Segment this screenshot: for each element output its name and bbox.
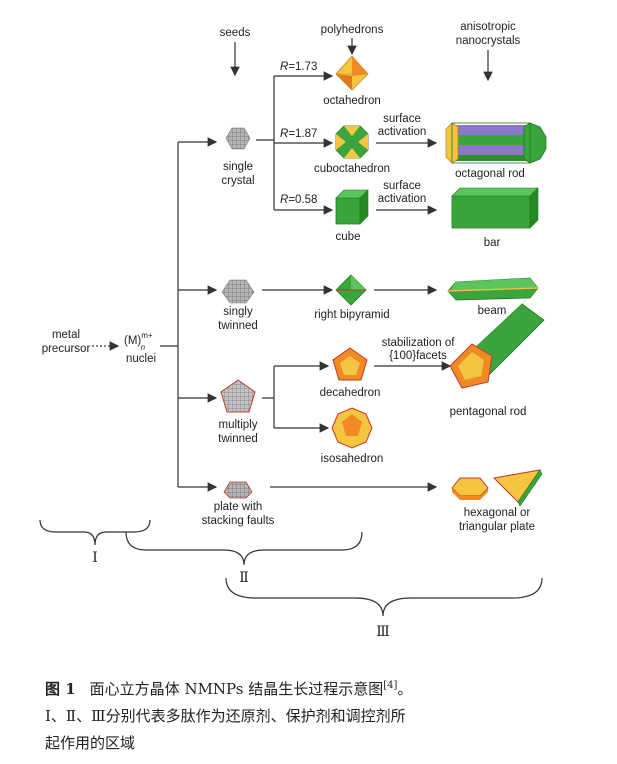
brace-one-label: Ⅰ <box>92 550 98 566</box>
singly-twinned-seed <box>221 279 255 304</box>
plate-label-2: stacking faults <box>202 515 275 527</box>
beam-shape <box>447 277 539 301</box>
plate-label-1: plate with <box>214 501 263 513</box>
right-bipyramid-label: right bipyramid <box>314 309 389 321</box>
caption-line-2: Ⅰ、Ⅱ、Ⅲ分别代表多肽作为还原剂、保护剂和调控剂所 <box>45 707 406 725</box>
metal-label-2: precursor <box>42 343 91 355</box>
surface-label-1: surface <box>383 113 421 125</box>
caption-text: 面心立方晶体 NMNPs 结晶生长过程示意图 <box>89 680 384 698</box>
brace-three <box>225 577 543 617</box>
caption-reference: [4] <box>383 680 398 691</box>
ratio-cuboctahedron: R=1.87 <box>280 128 317 140</box>
hex-plate-label-1: hexagonal or <box>464 507 531 519</box>
single-crystal-label-2: crystal <box>221 175 254 187</box>
decahedron-label: decahedron <box>320 387 381 399</box>
nuclei-label: nuclei <box>126 353 156 365</box>
caption-line-1: 图 1 面心立方晶体 NMNPs 结晶生长过程示意图[4]。 <box>45 672 585 703</box>
cube-shape <box>335 189 369 225</box>
activation-label-2: activation <box>378 193 427 205</box>
brace-three-label: Ⅲ <box>376 624 390 640</box>
right-bipyramid-shape <box>335 274 367 306</box>
singly-twinned-label-2: twinned <box>218 320 258 332</box>
figure-label: 图 1 <box>45 680 76 698</box>
header-anisotropic-1: anisotropic <box>460 21 516 33</box>
hexagonal-plate-shape <box>451 477 489 500</box>
stabilization-label-1: stabilization of <box>382 337 456 349</box>
header-polyhedrons: polyhedrons <box>321 24 384 36</box>
hex-plate-label-2: triangular plate <box>459 521 535 533</box>
growth-diagram: seeds polyhedrons anisotropic nanocrysta… <box>39 21 547 640</box>
stabilization-label-2: {100}facets <box>389 350 447 362</box>
brace-two-label: Ⅱ <box>239 570 249 586</box>
multiply-twinned-label-2: twinned <box>218 433 258 445</box>
isosahedron-label: isosahedron <box>321 453 384 465</box>
header-anisotropic-2: nanocrystals <box>456 35 521 47</box>
metal-label-1: metal <box>52 329 80 341</box>
cuboctahedron-label: cuboctahedron <box>314 163 390 175</box>
caption-line-3: 起作用的区域 <box>45 734 136 752</box>
multiply-twinned-label-1: multiply <box>219 419 258 431</box>
brace-one <box>39 519 151 546</box>
ratio-octahedron: R=1.73 <box>280 61 317 73</box>
octagonal-rod-label: octagonal rod <box>455 168 525 180</box>
plate-seed <box>223 481 253 499</box>
decahedron-shape <box>332 347 368 381</box>
triangular-plate-shape <box>492 469 543 507</box>
singly-twinned-label-1: singly <box>223 306 253 318</box>
bar-shape <box>451 187 539 229</box>
activation-label-1: activation <box>378 126 427 138</box>
cuboctahedron-shape <box>335 125 369 159</box>
ratio-cube: R=0.58 <box>280 194 317 206</box>
caption-period: 。 <box>397 680 413 698</box>
single-crystal-seed <box>225 127 251 150</box>
pentagonal-rod-label: pentagonal rod <box>450 406 527 418</box>
nuclei-formula: (M)m+n <box>124 331 153 352</box>
brace-two <box>125 531 363 566</box>
single-crystal-label-1: single <box>223 161 253 173</box>
header-seeds: seeds <box>220 27 251 39</box>
isosahedron-shape <box>331 407 373 449</box>
pentagonal-rod-shape <box>449 296 545 389</box>
beam-label: beam <box>478 305 507 317</box>
figure-caption: 图 1 面心立方晶体 NMNPs 结晶生长过程示意图[4]。 Ⅰ、Ⅱ、Ⅲ分别代表多… <box>45 672 585 757</box>
surface-label-2: surface <box>383 180 421 192</box>
bar-label: bar <box>484 237 501 249</box>
octahedron-label: octahedron <box>323 95 381 107</box>
octagonal-rod-shape <box>445 122 547 164</box>
cube-label: cube <box>336 231 361 243</box>
octahedron-shape <box>335 55 369 91</box>
multiply-twinned-seed <box>220 379 256 413</box>
